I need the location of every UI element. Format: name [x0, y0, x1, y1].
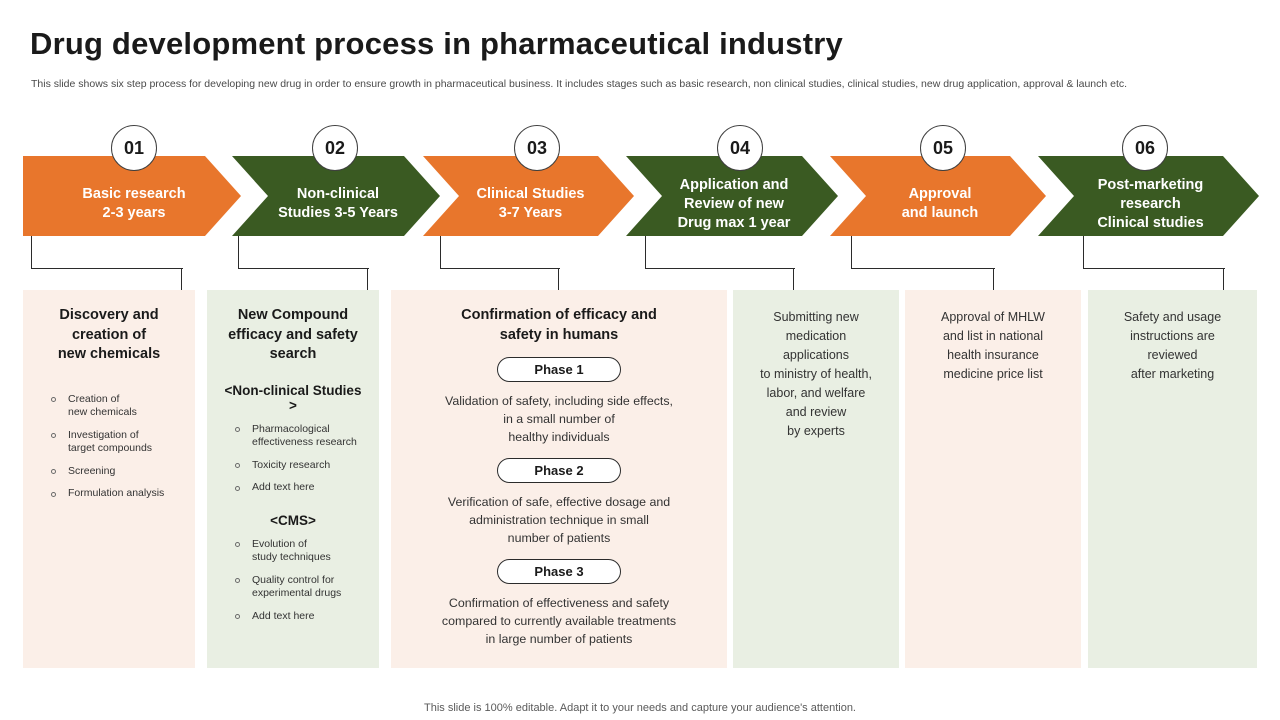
detail-card-05: Approval of MHLW and list in national he…	[905, 290, 1081, 668]
phase-1-description: Validation of safety, including side eff…	[445, 394, 673, 444]
detail-card-04-body: Submitting new medication applications t…	[760, 310, 872, 438]
detail-card-03: Confirmation of efficacy and safety in h…	[391, 290, 727, 668]
detail-card-06: Safety and usage instructions are review…	[1088, 290, 1257, 668]
process-step-03-label: Clinical Studies 3-7 Years	[476, 186, 585, 221]
detail-card-06-body: Safety and usage instructions are review…	[1123, 310, 1222, 381]
list-item: Toxicity research	[233, 459, 367, 473]
process-step-04-label: Application and Review of new Drug max 1…	[677, 176, 791, 231]
detail-card-02: New Compound efficacy and safety search …	[207, 290, 379, 668]
list-item: Formulation analysis	[49, 487, 183, 501]
footer-note: This slide is 100% editable. Adapt it to…	[424, 702, 856, 714]
detail-card-02-section-2-head: <CMS>	[270, 512, 316, 528]
phase-3-pill[interactable]: Phase 3	[497, 559, 621, 584]
process-step-06-label: Post-marketing research Clinical studies	[1097, 176, 1204, 231]
connector-step-03	[440, 236, 560, 290]
detail-card-04: Submitting new medication applications t…	[733, 290, 899, 668]
list-item: Add text here	[233, 481, 367, 495]
phase-3-description: Confirmation of effectiveness and safety…	[441, 596, 677, 646]
step-number-badge-06: 06	[1122, 125, 1168, 171]
list-item: Add text here	[233, 610, 367, 624]
step-number-badge-05: 05	[920, 125, 966, 171]
detail-card-02-section-2-bullets: Evolution of study techniques Quality co…	[219, 538, 367, 624]
list-item: Screening	[49, 465, 183, 479]
step-number-badge-02: 02	[312, 125, 358, 171]
detail-card-01-bullets: Creation of new chemicals Investigation …	[35, 393, 183, 501]
detail-card-02-title: New Compound efficacy and safety search	[228, 307, 358, 362]
list-item: Investigation of target compounds	[49, 429, 183, 456]
process-step-05-label: Approval and launch	[901, 186, 979, 221]
list-item: Evolution of study techniques	[233, 538, 367, 565]
connector-step-05	[851, 236, 995, 290]
connector-step-01	[31, 236, 183, 290]
detail-card-02-section-1-head: <Non-clinical Studies >	[224, 382, 362, 413]
process-step-02-label: Non-clinical Studies 3-5 Years	[278, 186, 398, 221]
detail-card-01-title: Discovery and creation of new chemicals	[57, 307, 161, 362]
phase-2-description: Verification of safe, effective dosage a…	[447, 495, 671, 545]
step-number-badge-01: 01	[111, 125, 157, 171]
list-item: Quality control for experimental drugs	[233, 574, 367, 601]
list-item: Pharmacological effectiveness research	[233, 423, 367, 450]
phase-1-pill[interactable]: Phase 1	[497, 357, 621, 382]
step-number-badge-03: 03	[514, 125, 560, 171]
list-item: Creation of new chemicals	[49, 393, 183, 420]
connector-step-06	[1083, 236, 1225, 290]
page-title: Drug development process in pharmaceutic…	[30, 26, 843, 61]
phase-2-pill[interactable]: Phase 2	[497, 458, 621, 483]
process-chevron-bar: Basic research 2-3 years Non-clinical St…	[0, 156, 1280, 236]
step-number-badge-04: 04	[717, 125, 763, 171]
connector-step-04	[645, 236, 795, 290]
detail-card-03-title: Confirmation of efficacy and safety in h…	[461, 307, 657, 343]
process-step-01-label: Basic research 2-3 years	[82, 186, 186, 221]
page-subtitle: This slide shows six step process for de…	[31, 78, 1128, 90]
detail-card-05-body: Approval of MHLW and list in national he…	[941, 310, 1045, 381]
detail-card-02-section-1-bullets: Pharmacological effectiveness research T…	[219, 423, 367, 495]
detail-card-01: Discovery and creation of new chemicals …	[23, 290, 195, 668]
connector-step-02	[238, 236, 369, 290]
